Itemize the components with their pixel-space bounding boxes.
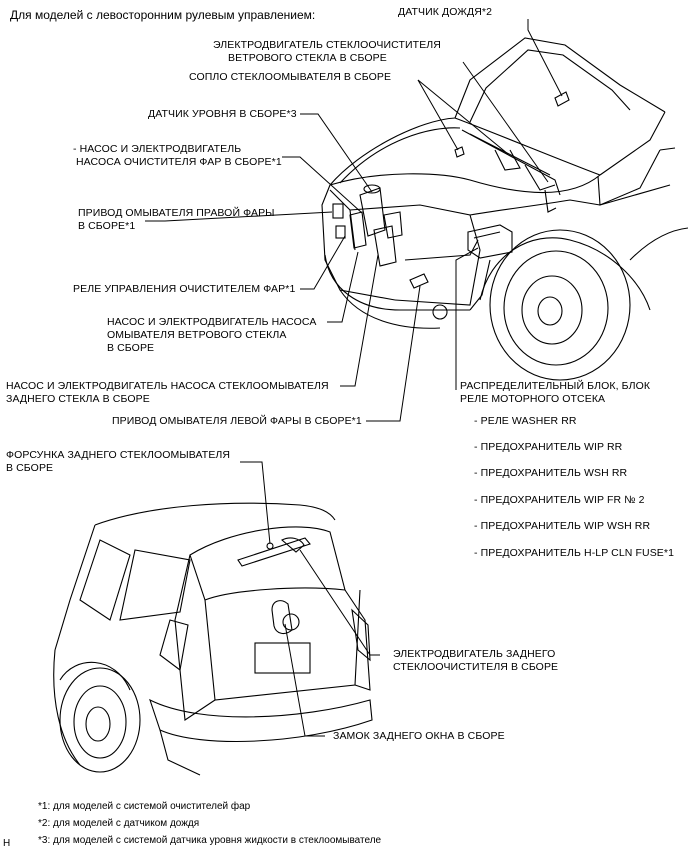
footnote: *2: для моделей с датчиком дождя	[38, 818, 200, 829]
junction-item: - ПРЕДОХРАНИТЕЛЬ H-LP CLN FUSE*1	[474, 547, 675, 559]
junction-item: - ПРЕДОХРАНИТЕЛЬ WSH RR	[474, 467, 628, 479]
leader-lines	[145, 19, 563, 737]
footnote: *1: для моделей с системой очистителей ф…	[38, 801, 251, 812]
label-headlamp-relay: РЕЛЕ УПРАВЛЕНИЯ ОЧИСТИТЕЛЕМ ФАР*1	[73, 283, 296, 295]
page-header: Для моделей с левосторонним рулевым упра…	[10, 8, 316, 22]
label-junction-line1: РАСПРЕДЕЛИТЕЛЬНЫЙ БЛОК, БЛОК	[460, 380, 651, 392]
junction-item: - ПРЕДОХРАНИТЕЛЬ WIP FR № 2	[474, 494, 645, 506]
footnote: *3: для моделей с системой датчика уровн…	[38, 835, 382, 846]
junction-item: - ПРЕДОХРАНИТЕЛЬ WIP RR	[474, 441, 623, 453]
label-right-hl-actuator-line1: ПРИВОД ОМЫВАТЕЛЯ ПРАВОЙ ФАРЫ	[78, 207, 275, 219]
front-vehicle-illustration	[321, 37, 688, 381]
label-rear-lock: ЗАМОК ЗАДНЕГО ОКНА В СБОРЕ	[333, 730, 505, 742]
label-washer-nozzle: СОПЛО СТЕКЛООМЫВАТЕЛЯ В СБОРЕ	[189, 71, 392, 83]
rear-vehicle-illustration	[53, 502, 373, 776]
label-rain-sensor: ДАТЧИК ДОЖДЯ*2	[398, 6, 493, 18]
label-ws-pump-line3: В СБОРЕ	[107, 342, 155, 354]
label-rear-wiper-line1: ЭЛЕКТРОДВИГАТЕЛЬ ЗАДНЕГО	[393, 648, 556, 660]
junction-item: - РЕЛЕ WASHER RR	[474, 415, 577, 427]
label-headlamp-pump-line1: - НАСОС И ЭЛЕКТРОДВИГАТЕЛЬ	[73, 143, 242, 155]
label-junction-line2: РЕЛЕ МОТОРНОГО ОТСЕКА	[460, 393, 606, 405]
label-rear-wiper-line2: СТЕКЛООЧИСТИТЕЛЯ В СБОРЕ	[393, 661, 559, 673]
label-wiper-motor-line2: ВЕТРОВОГО СТЕКЛА В СБОРЕ	[228, 52, 387, 64]
label-left-hl-actuator: ПРИВОД ОМЫВАТЕЛЯ ЛЕВОЙ ФАРЫ В СБОРЕ*1	[112, 415, 362, 427]
label-headlamp-pump-line2: НАСОСА ОЧИСТИТЕЛЯ ФАР В СБОРЕ*1	[76, 156, 282, 168]
corner-mark: H	[3, 838, 11, 849]
label-wiper-motor-line1: ЭЛЕКТРОДВИГАТЕЛЬ СТЕКЛООЧИСТИТЕЛЯ	[213, 39, 441, 51]
label-rear-pump-line1: НАСОС И ЭЛЕКТРОДВИГАТЕЛЬ НАСОСА СТЕКЛООМ…	[6, 380, 329, 392]
label-rear-nozzle-line2: В СБОРЕ	[6, 462, 54, 474]
junction-item: - ПРЕДОХРАНИТЕЛЬ WIP WSH RR	[474, 520, 651, 532]
label-ws-pump-line1: НАСОС И ЭЛЕКТРОДВИГАТЕЛЬ НАСОСА	[107, 316, 317, 328]
label-right-hl-actuator-line2: В СБОРЕ*1	[78, 220, 136, 232]
label-rear-pump-line2: ЗАДНЕГО СТЕКЛА В СБОРЕ	[6, 393, 150, 405]
label-rear-nozzle-line1: ФОРСУНКА ЗАДНЕГО СТЕКЛООМЫВАТЕЛЯ	[6, 449, 231, 461]
label-ws-pump-line2: ОМЫВАТЕЛЯ ВЕТРОВОГО СТЕКЛА	[107, 329, 287, 341]
label-level-sensor: ДАТЧИК УРОВНЯ В СБОРЕ*3	[148, 108, 297, 120]
